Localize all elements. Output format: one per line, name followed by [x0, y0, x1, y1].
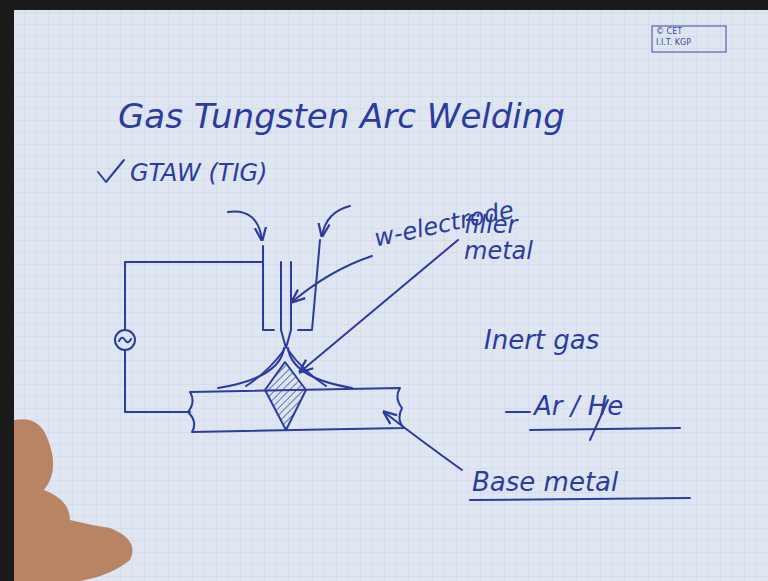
- logo-text: © CET: [656, 28, 682, 37]
- leader-line: [300, 240, 458, 372]
- logo-text: I.I.T. KGP: [656, 39, 691, 48]
- leader-line: [292, 256, 372, 302]
- part-label: Base metal: [472, 468, 618, 497]
- dash: [506, 411, 530, 413]
- underline: [530, 428, 680, 430]
- hand: [14, 419, 133, 581]
- gas-arrow: [322, 206, 350, 236]
- wire: [125, 262, 263, 330]
- check-mark: [98, 160, 124, 182]
- electrode: [281, 262, 291, 348]
- title: Gas Tungsten Arc Welding: [118, 98, 565, 135]
- paper: [14, 10, 768, 581]
- gas-arrow: [228, 212, 262, 240]
- wire: [125, 350, 190, 412]
- nozzle-left: [263, 246, 274, 330]
- note-label: Inert gas: [484, 326, 599, 355]
- ac-symbol: [119, 338, 131, 343]
- logo-box: [652, 26, 726, 52]
- part-label: filler metal: [464, 212, 584, 265]
- nozzle-right: [298, 240, 320, 330]
- leader-line: [384, 412, 462, 470]
- note-label: Ar / He: [534, 392, 623, 421]
- grid: [14, 10, 768, 581]
- underline: [470, 498, 690, 500]
- ac-source: [115, 330, 135, 350]
- heading-label: GTAW (TIG): [130, 160, 267, 186]
